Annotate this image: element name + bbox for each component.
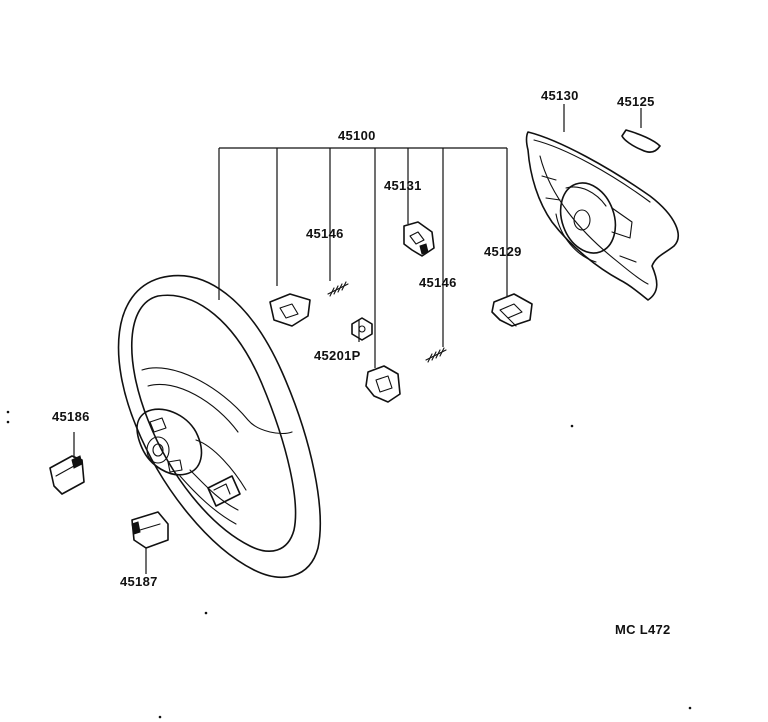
- left-switch-block: [269, 293, 311, 327]
- reference-code: MC L472: [615, 622, 671, 637]
- label-pad: 45130: [541, 88, 579, 103]
- steering-wheel: [117, 274, 321, 578]
- label-spring-left: 45146: [306, 226, 344, 241]
- lower-cover: [131, 511, 169, 549]
- spring-left: [327, 281, 349, 297]
- emblem: [621, 129, 661, 153]
- right-bracket: [491, 293, 533, 327]
- spring-right: [425, 347, 447, 363]
- label-emblem: 45125: [617, 94, 655, 109]
- label-assembly: 45100: [338, 128, 376, 143]
- left-cover: [49, 455, 85, 495]
- assembly-leader-lines: [218, 147, 508, 368]
- nut: [351, 317, 373, 341]
- center-switch-block: [365, 365, 401, 403]
- label-nut: 45201P: [314, 348, 361, 363]
- label-cover-lower: 45187: [120, 574, 158, 589]
- scan-specks: [6, 410, 692, 719]
- label-bracket-right: 45129: [484, 244, 522, 259]
- airbag-pad: [525, 131, 679, 301]
- label-cover-left: 45186: [52, 409, 90, 424]
- label-spring-right: 45146: [419, 275, 457, 290]
- label-bracket-upper: 45131: [384, 178, 422, 193]
- upper-bracket: [403, 221, 435, 257]
- label-leaders: [73, 104, 642, 574]
